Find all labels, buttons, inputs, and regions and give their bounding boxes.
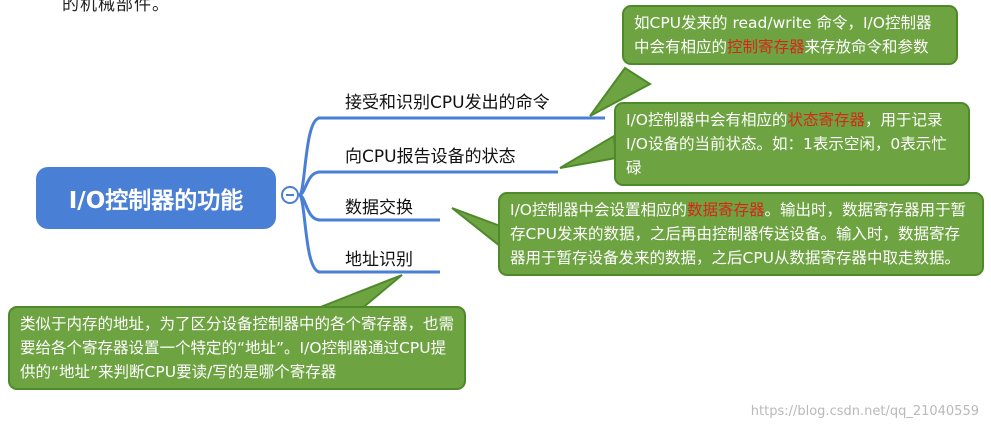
note-text: ，用于记录I/O设备的当前状态。如：1表示空闲，0表示忙碌 (626, 111, 947, 177)
note-highlight: 控制寄存器 (727, 38, 805, 56)
branch-command[interactable]: 接受和识别CPU发出的命令 (345, 93, 550, 113)
connector-line (297, 116, 321, 197)
note-highlight: 数据寄存器 (687, 201, 765, 219)
branch-data-exchange[interactable]: 数据交换 (345, 198, 413, 218)
root-node[interactable]: I/O控制器的功能 (36, 167, 276, 229)
connector-line (297, 193, 321, 274)
note-text: I/O控制器中会设置相应的 (510, 201, 687, 219)
note-status-register: I/O控制器中会有相应的状态寄存器，用于记录I/O设备的当前状态。如：1表示空闲… (614, 102, 970, 186)
note-text: 来存放命令和参数 (804, 38, 929, 56)
note-text: 类似于内存的地址，为了区分设备控制器中的各个寄存器，也需要给各个寄存器设置一个特… (20, 315, 455, 381)
branch-address[interactable]: 地址识别 (345, 250, 413, 270)
note-text: I/O控制器中会有相应的 (626, 111, 788, 129)
connector-line (298, 170, 321, 197)
branch-status[interactable]: 向CPU报告设备的状态 (345, 147, 516, 167)
watermark: https://blog.csdn.net/qq_21040559 (750, 404, 979, 419)
note-text: 如CPU发来的 read/write 命令，I/O控制器中会有相应的 (634, 14, 932, 56)
note-text: 。输出时，数据寄存器用于暂存CPU发来的数据，之后再由控制器传送设备。输入时，数… (510, 201, 967, 267)
connector-line (298, 193, 321, 222)
note-address: 类似于内存的地址，为了区分设备控制器中的各个寄存器，也需要给各个寄存器设置一个特… (8, 306, 466, 390)
note-control-register: 如CPU发来的 read/write 命令，I/O控制器中会有相应的控制寄存器来… (622, 5, 958, 65)
callout-pointer (451, 207, 501, 249)
preceding-text-fragment: 的机械部件。 (62, 0, 170, 15)
note-data-register: I/O控制器中会设置相应的数据寄存器。输出时，数据寄存器用于暂存CPU发来的数据… (498, 192, 984, 276)
collapse-toggle-icon[interactable] (281, 186, 299, 204)
callout-pointer (317, 274, 403, 312)
callout-pointer (559, 134, 618, 169)
note-highlight: 状态寄存器 (787, 111, 866, 129)
